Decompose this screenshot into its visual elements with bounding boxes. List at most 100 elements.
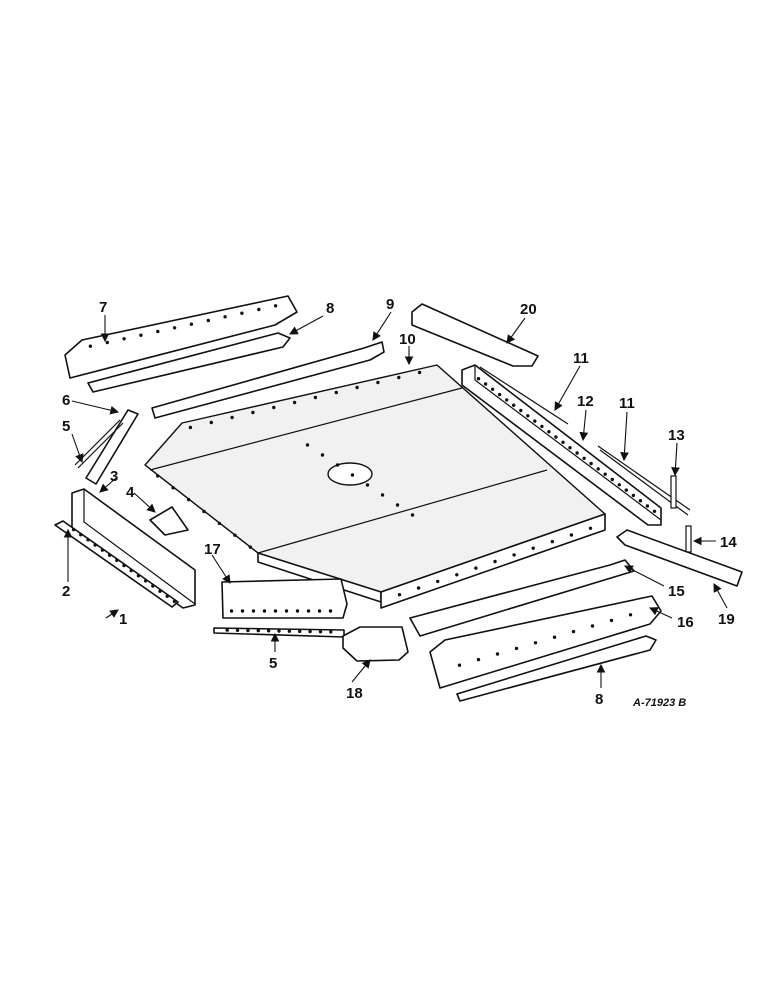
callout-14: 14 xyxy=(720,534,737,551)
bolt-hole xyxy=(380,493,385,497)
callout-3: 3 xyxy=(110,468,118,485)
bolt-hole xyxy=(229,609,234,613)
bolt-hole xyxy=(355,385,359,390)
bolt-hole xyxy=(107,553,112,557)
side-panel-7-part xyxy=(64,295,298,379)
pin-13-part xyxy=(670,475,677,509)
bolt-hole xyxy=(209,420,213,425)
bolt-hole xyxy=(156,329,160,334)
bolt-hole xyxy=(483,382,488,386)
callout-15: 15 xyxy=(668,583,685,600)
block-18-part xyxy=(342,626,409,662)
bolt-hole xyxy=(246,628,250,633)
bolt-hole xyxy=(410,513,415,517)
bolt-hole xyxy=(474,566,478,570)
bolt-hole xyxy=(493,559,497,564)
bolt-hole xyxy=(417,370,422,375)
bolt-hole xyxy=(79,533,83,537)
bolt-hole xyxy=(395,503,400,507)
bolt-hole xyxy=(547,430,551,434)
bolt-hole xyxy=(317,609,322,613)
bolt-hole xyxy=(86,538,90,542)
floor-panel-part xyxy=(144,364,606,609)
bolt-hole xyxy=(202,509,206,514)
bolt-hole xyxy=(495,652,500,656)
bolt-hole xyxy=(217,521,222,526)
bolt-hole xyxy=(151,584,155,588)
bolt-hole xyxy=(603,472,607,476)
channel-17-part xyxy=(221,578,348,619)
callout-5-upper: 5 xyxy=(62,418,70,435)
callout-17: 17 xyxy=(204,541,221,558)
bolt-hole xyxy=(122,563,126,568)
bolt-hole xyxy=(240,311,244,315)
bolt-hole xyxy=(320,453,325,457)
bolt-hole xyxy=(158,589,162,593)
gusset-4-part xyxy=(149,506,189,536)
bolt-hole xyxy=(172,326,177,330)
callout-11-lower: 11 xyxy=(619,395,635,412)
bolt-hole xyxy=(156,474,160,478)
bolt-hole xyxy=(568,446,572,450)
callout-2: 2 xyxy=(62,583,70,600)
bolt-hole xyxy=(233,533,237,537)
bolt-hole xyxy=(328,609,333,613)
bolt-hole xyxy=(505,398,509,402)
bolt-hole xyxy=(257,307,261,312)
bolt-hole xyxy=(251,410,255,415)
bolt-hole xyxy=(273,304,278,308)
strip-8-upper-part xyxy=(87,332,291,393)
bolt-hole xyxy=(235,628,240,632)
bolt-hole xyxy=(129,568,133,573)
bolt-hole xyxy=(313,395,318,400)
bolt-hole xyxy=(569,533,574,537)
callout-8-upper: 8 xyxy=(326,300,334,317)
bolt-hole xyxy=(206,318,210,323)
bolt-hole xyxy=(251,609,256,613)
bolt-hole xyxy=(628,613,633,617)
pin-14-part xyxy=(685,525,692,553)
bolt-hole xyxy=(186,497,191,502)
bolt-hole xyxy=(292,400,297,405)
bolt-hole xyxy=(436,579,440,584)
callout-1: 1 xyxy=(119,611,127,628)
bolt-hole xyxy=(318,630,323,634)
bolt-hole xyxy=(590,624,595,628)
bolt-hole xyxy=(335,463,340,467)
callout-7: 7 xyxy=(99,299,107,316)
bolt-hole xyxy=(497,392,502,397)
bolt-hole xyxy=(350,473,355,477)
bolt-hole xyxy=(540,424,544,429)
callout-10: 10 xyxy=(399,331,416,348)
bolt-hole xyxy=(514,646,519,651)
bolt-hole xyxy=(165,594,169,598)
bolt-hole xyxy=(143,579,148,583)
bolt-hole xyxy=(609,618,614,623)
bolt-hole xyxy=(105,340,110,345)
bolt-hole xyxy=(262,609,267,613)
bolt-hole xyxy=(455,573,459,577)
strip-8-lower-part xyxy=(456,635,657,702)
bolt-hole xyxy=(533,419,537,423)
bolt-hole xyxy=(93,543,97,547)
bolt-hole xyxy=(171,486,175,490)
callout-8-lower: 8 xyxy=(595,691,603,708)
bolt-hole xyxy=(115,558,119,563)
bolt-hole xyxy=(533,641,538,645)
bolt-hole xyxy=(272,405,276,410)
bolt-hole xyxy=(645,504,650,508)
bolt-hole xyxy=(550,539,554,544)
bolt-hole xyxy=(588,526,593,530)
bolt-hole xyxy=(365,483,370,487)
bolt-hole xyxy=(273,609,278,613)
bolt-hole xyxy=(71,527,76,532)
panel-16-part xyxy=(429,595,662,689)
bolt-hole xyxy=(256,628,260,633)
bolt-hole xyxy=(631,493,636,498)
bolt-hole xyxy=(582,456,586,460)
bolt-hole xyxy=(526,414,530,418)
bolt-hole xyxy=(476,657,481,662)
bracket-20-part xyxy=(411,303,539,367)
bolt-hole xyxy=(552,635,557,639)
